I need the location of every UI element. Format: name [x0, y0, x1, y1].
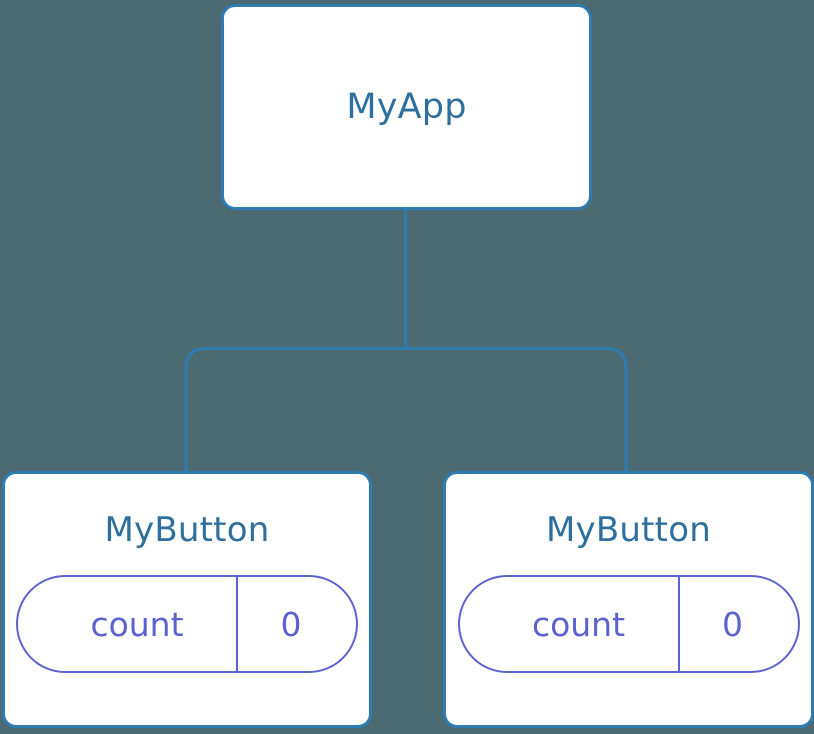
state-pill-divider [236, 577, 238, 671]
edge-root-to-child-1 [184, 347, 406, 472]
node-mybutton-1-label: MyButton [104, 510, 270, 550]
node-mybutton-1[interactable]: MyButton count 0 [2, 471, 372, 728]
state-pill-count-1-key: count [90, 604, 184, 644]
state-pill-count-2[interactable]: count 0 [457, 575, 800, 673]
state-pill-count-1-value: 0 [280, 604, 302, 644]
node-myapp[interactable]: MyApp [221, 4, 592, 210]
node-myapp-label: MyApp [346, 86, 467, 127]
state-pill-divider [677, 577, 680, 671]
edge-root-to-child-2 [405, 347, 628, 472]
node-mybutton-2-label: MyButton [546, 510, 711, 550]
node-mybutton-2[interactable]: MyButton count 0 [443, 471, 814, 728]
state-pill-count-2-value: 0 [722, 604, 743, 644]
state-pill-count-2-key: count [531, 604, 626, 644]
state-pill-count-1[interactable]: count 0 [16, 575, 358, 673]
